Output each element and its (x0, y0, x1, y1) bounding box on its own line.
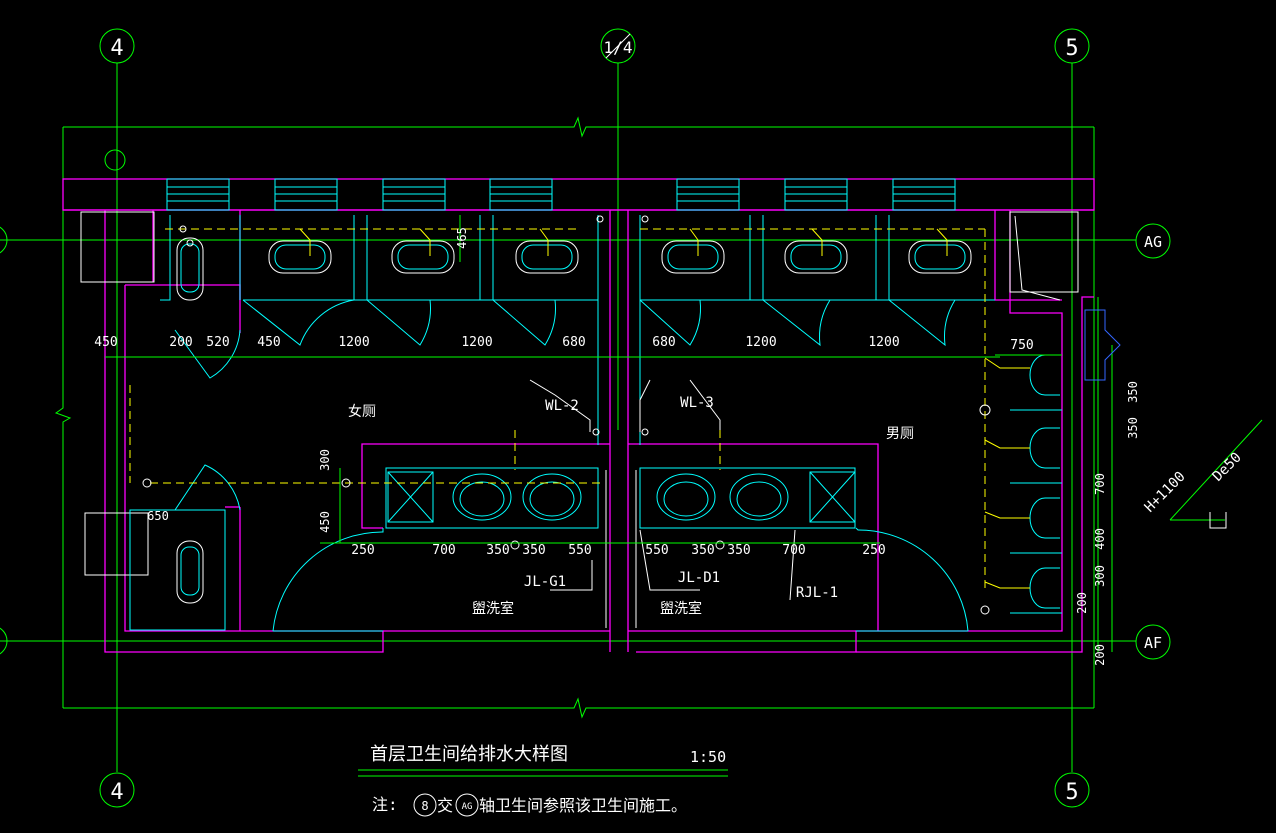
note-circle1: 8 (421, 799, 428, 813)
axis-bubble-right-ag: AG (1135, 223, 1171, 259)
dim-bottom-3: 350 (522, 543, 545, 558)
dim-right-2: 700 (1093, 473, 1107, 495)
axis-bubble-top-right: 5 (1054, 28, 1090, 64)
dim-465: 465 (455, 227, 469, 249)
axis-bubble-bottom-left: 4 (99, 772, 135, 808)
shafts (80, 211, 1079, 576)
dim-top-3: 450 (257, 335, 280, 350)
axis-label-top-right: 5 (1065, 36, 1078, 61)
dim-top-0: 450 (94, 335, 117, 350)
axis-bubble-top-mid: 1/4 (600, 28, 636, 64)
axis-bubble-left-partial (0, 226, 8, 655)
dim-bottom-1: 700 (432, 543, 455, 558)
room-men: 男厕 (886, 426, 914, 442)
dim-top-1: 200 (169, 335, 192, 350)
dim-right-3: 400 (1093, 528, 1107, 550)
dimension-lines (105, 215, 1113, 652)
dim-right-0: 350 (1126, 381, 1140, 403)
dim-top-4: 1200 (338, 335, 369, 350)
note-circle2: AG (462, 802, 473, 812)
note-suffix: 轴卫生间参照该卫生间施工。 (479, 796, 687, 815)
axis-bubble-bottom-right: 5 (1054, 772, 1090, 808)
dim-bottom-5: 550 (645, 543, 668, 558)
dim-650: 650 (147, 509, 169, 523)
dim-right-5: 200 (1075, 592, 1089, 614)
windows (166, 178, 956, 211)
pipe-size-label: De50 (1210, 450, 1245, 485)
dim-top-5: 1200 (461, 335, 492, 350)
dim-bottom-9: 250 (862, 543, 885, 558)
room-wash-left: 盥洗室 (472, 600, 514, 617)
stall-partitions (129, 215, 1062, 632)
pipe-wl3: WL-3 (680, 395, 714, 411)
drawing-scale: 1:50 (690, 748, 726, 766)
dim-top-7: 680 (652, 335, 675, 350)
dim-top-6: 680 (562, 335, 585, 350)
walls (62, 178, 1095, 653)
dim-bottom-6: 350 (691, 543, 714, 558)
dim-right-6: 200 (1093, 644, 1107, 666)
dim-bottom-4: 550 (568, 543, 591, 558)
dim-top-9: 1200 (868, 335, 899, 350)
dimension-texts: 450 200 520 450 1200 1200 680 680 1200 1… (94, 227, 1140, 666)
axis-label-top-left: 4 (110, 36, 123, 61)
dim-bottom-2: 350 (486, 543, 509, 558)
axis-label-top-mid: 1/4 (604, 38, 633, 57)
dim-top-8: 1200 (745, 335, 776, 350)
dim-300: 300 (318, 449, 332, 471)
pipe-jld1: JL-D1 (678, 570, 720, 586)
pipe-rjl1: RJL-1 (796, 585, 838, 601)
dim-bottom-7: 350 (727, 543, 750, 558)
pipe-wl2: WL-2 (545, 398, 579, 414)
dim-right-4: 300 (1093, 565, 1107, 587)
branch-pipes (299, 228, 1030, 589)
toilets (176, 237, 972, 604)
axis-label-bottom-right: 5 (1065, 780, 1078, 805)
pipe-jlg1: JL-G1 (524, 574, 566, 590)
drawing-title: 首层卫生间给排水大样图 (370, 744, 568, 765)
axis-label-af: AF (1144, 634, 1162, 652)
wash-basins (387, 471, 856, 523)
axis-lines (0, 63, 1136, 772)
note-prefix: 注: (372, 795, 398, 814)
room-women: 女厕 (348, 403, 376, 420)
axis-label-bottom-left: 4 (110, 780, 123, 805)
note-block: 注: 8 交 AG 轴卫生间参照该卫生间施工。 (372, 793, 687, 817)
outer-boundary (54, 116, 1095, 719)
pipe-labels: WL-2 WL-3 JL-G1 JL-D1 RJL-1 (524, 395, 838, 601)
dim-750: 750 (1010, 338, 1033, 353)
elevation-height: H+1100 (1142, 469, 1189, 516)
room-labels: 女厕 男厕 盥洗室 盥洗室 (348, 403, 914, 617)
room-wash-right: 盥洗室 (660, 600, 702, 617)
dim-450: 450 (318, 511, 332, 533)
drain-pipes (142, 215, 991, 628)
urinals (1029, 354, 1060, 609)
dim-bottom-0: 250 (351, 543, 374, 558)
title-block: 首层卫生间给排水大样图 1:50 (358, 744, 728, 777)
axis-label-ag: AG (1144, 233, 1162, 251)
note-mid: 交 (437, 796, 453, 815)
axis-bubble-top-left: 4 (99, 28, 135, 64)
dim-right-1: 350 (1126, 417, 1140, 439)
axis-bubble-right-af: AF (1135, 624, 1171, 660)
dim-top-2: 520 (206, 335, 229, 350)
dim-bottom-8: 700 (782, 543, 805, 558)
